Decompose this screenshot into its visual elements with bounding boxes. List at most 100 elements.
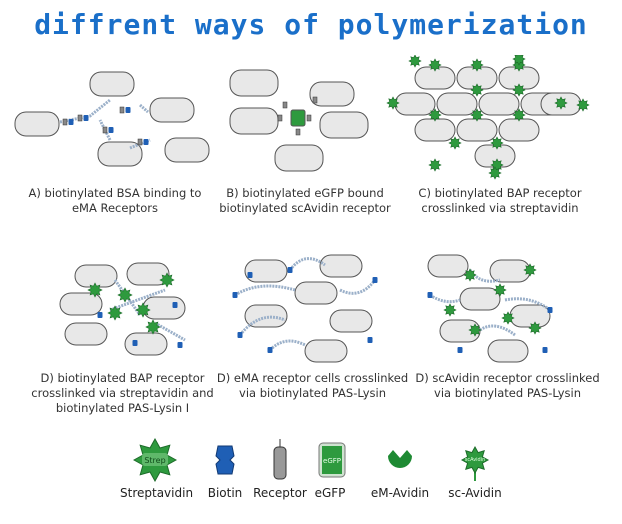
cell [274,144,324,172]
caption-line: crosslinked via streptavidin [421,201,579,215]
cell [329,309,373,333]
caption-line: D) eMA receptor cells crosslinked [216,371,409,385]
cell [478,92,520,116]
biotin-icon [132,340,138,346]
biotin-icon [287,267,293,273]
cell [487,339,529,363]
receptor-icon [277,114,283,122]
biotin-icon [367,337,373,343]
receptor-icon [137,138,143,146]
streptavidin-icon [443,303,457,317]
biotin-icon [232,292,238,298]
pas-lysin-linker [288,257,326,271]
cell [244,304,288,328]
cell [97,141,143,167]
pas-lysin-linker [109,288,166,312]
biotin-icon [97,312,103,318]
page-title: diffrent ways of polymerization [34,8,588,41]
legend-label: Biotin [207,486,243,500]
egfp-inner-label: eGFP [323,457,341,465]
cell [244,259,288,283]
streptavidin-icon [512,55,526,66]
streptavidin-icon [554,96,568,110]
streptavidin-icon [576,98,590,112]
receptor-icon [102,126,108,134]
pas-lysin-linker [268,339,306,352]
legend-label: eGFP [314,486,346,500]
streptavidin-icon [512,108,526,122]
legend-label: sc-Avidin [448,486,502,500]
biotin-icon [427,292,433,298]
pas-lysin-linker [468,269,501,283]
pas-lysin-linker [479,324,516,337]
biotin-icon [83,115,89,121]
streptavidin-icon [386,96,400,110]
panel-c-diagram [386,55,590,180]
streptavidin-icon [528,321,542,335]
caption-line: crosslinked via streptavidin and [31,386,214,400]
streptavidin-icon [159,272,175,288]
streptavidin-icon [145,319,161,335]
cell [14,111,60,137]
caption-line: via biotinylated PAS-Lysin [239,386,386,400]
receptor-icon [273,439,287,480]
streptavidin-icon [493,283,507,297]
streptavidin-icon [107,305,123,321]
receptor-icon [306,114,312,122]
caption-line: biotinylated PAS-Lysin I [55,401,190,415]
panel-f-diagram [427,254,553,363]
receptor-icon [295,128,301,136]
caption-line: via biotinylated PAS-Lysin [434,386,581,400]
cell [126,262,170,286]
streptavidin-icon [523,263,537,277]
legend-sc-avidin: scAvidin sc-Avidin [440,438,510,500]
cell [509,304,551,328]
streptavidin-icon [428,158,442,172]
streptavidin-icon [408,55,422,68]
panel-b-diagram [229,69,369,172]
biotin-icon [143,139,149,145]
pas-lysin-linker [234,284,296,297]
biotin-icon [247,272,253,278]
cell [89,71,135,97]
legend-em-avidin: eM-Avidin [365,438,435,500]
pas-lysin-linker [139,103,149,114]
cell [394,92,436,116]
panel-e-diagram [232,254,378,363]
streptavidin-icon [463,268,477,282]
biotin-icon [372,277,378,283]
cell [64,322,108,346]
caption-line: C) biotinylated BAP receptor [418,186,582,200]
caption-line: eMA Receptors [71,201,159,215]
cell [414,118,456,142]
sc-avidin-icon: scAvidin [460,445,490,481]
legend-streptavidin: Strep Streptavidin [120,438,194,500]
cell [489,259,531,283]
cell [459,287,501,311]
biotin-icon [237,332,243,338]
biotin-icon [542,347,548,353]
legend-receptor: Receptor [250,438,310,500]
biotin-icon [68,119,74,125]
streptavidin-icon [448,136,462,150]
cell [319,254,363,278]
streptavidin-icon [468,323,482,337]
streptavidin-icon [512,83,526,97]
sc-avidin-inner-label: scAvidin [465,457,486,463]
caption-line: biotinylated scAvidin receptor [219,201,391,215]
cell [427,254,469,278]
cell [498,118,540,142]
streptavidin-icon [135,302,151,318]
legend-label: Streptavidin [120,486,194,500]
cell [124,332,168,356]
pas-lysin-linker [238,315,286,336]
pas-lysin-linker [339,279,377,295]
receptor-icon [77,114,83,122]
caption-line: D) scAvidin receptor crosslinked [415,371,600,385]
streptavidin-icon [470,108,484,122]
streptavidin-icon [117,287,133,303]
legend-label: Receptor [253,486,307,500]
